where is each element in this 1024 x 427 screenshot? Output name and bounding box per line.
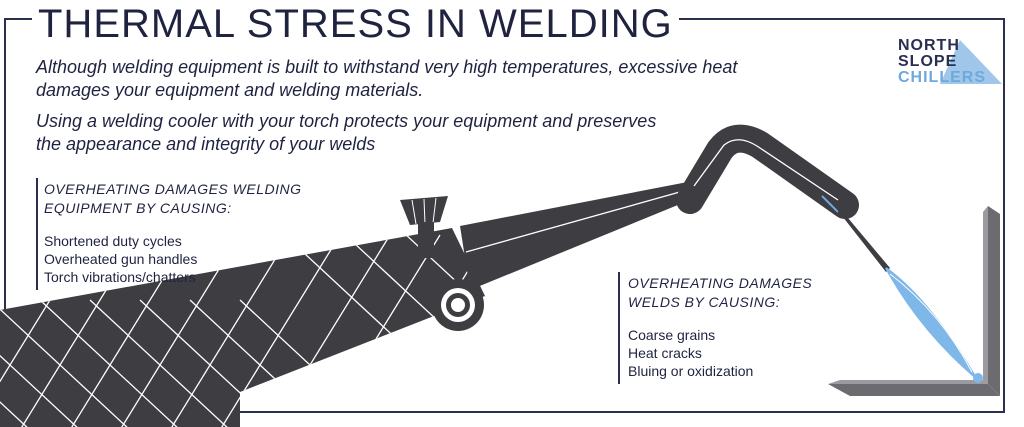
- frame-right: [1003, 18, 1005, 413]
- frame-left: [4, 18, 6, 427]
- frame-bottom: [240, 411, 1005, 413]
- equipment-box-heading: OVERHEATING DAMAGES WELDING EQUIPMENT BY…: [44, 180, 334, 218]
- gooseneck-highlight: [693, 139, 839, 201]
- logo-word-chillers: CHILLERS: [898, 69, 986, 86]
- equipment-box-accent: [36, 178, 38, 290]
- metal-workpiece: [828, 206, 1000, 396]
- torch-tip: [828, 198, 890, 272]
- frame-top-right: [588, 18, 1005, 20]
- equipment-damage-list: Shortened duty cycles Overheated gun han…: [44, 232, 197, 286]
- torch-flame: [885, 267, 977, 379]
- logo-word-north: NORTH: [898, 37, 960, 54]
- welds-damage-list: Coarse grains Heat cracks Bluing or oxid…: [628, 326, 753, 380]
- list-item: Bluing or oxidization: [628, 363, 754, 379]
- torch-gooseneck: [676, 124, 859, 219]
- valve-stem: [418, 222, 434, 258]
- list-item: Coarse grains: [628, 327, 716, 343]
- torch-neck: [460, 180, 698, 290]
- welds-box-accent: [618, 272, 620, 384]
- frame-top-left: [4, 18, 32, 20]
- neck-highlight: [465, 187, 695, 253]
- intro-paragraph-1: Although welding equipment is built to w…: [36, 57, 738, 100]
- welds-box-heading: OVERHEATING DAMAGES WELDS BY CAUSING:: [628, 274, 828, 312]
- list-item: Shortened duty cycles: [44, 233, 182, 249]
- list-item: Heat cracks: [628, 345, 702, 361]
- logo-mountain-icon: [940, 40, 1002, 84]
- list-item: Overheated gun handles: [44, 251, 198, 267]
- page-title: THERMAL STRESS IN WELDING: [32, 2, 679, 47]
- logo-word-slope: SLOPE: [898, 53, 958, 70]
- list-item: Torch vibrations/chatters: [44, 269, 196, 285]
- nozzle-collar: [821, 195, 839, 213]
- intro-paragraph-2: Using a welding cooler with your torch p…: [36, 111, 657, 154]
- brand-logo: NORTH SLOPE CHILLERS: [890, 38, 1006, 90]
